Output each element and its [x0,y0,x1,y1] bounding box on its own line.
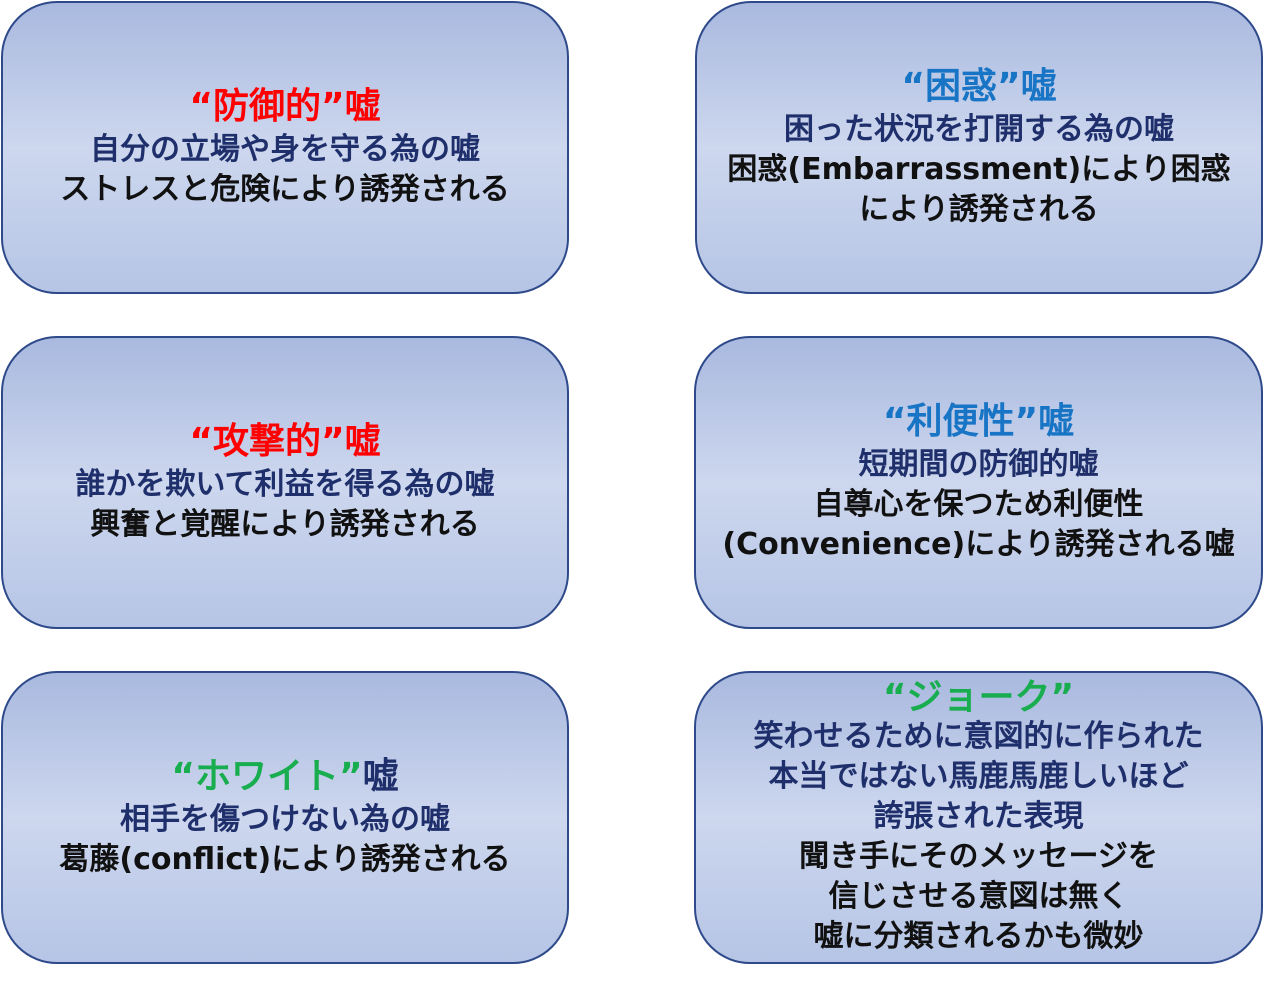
card-title-main: “ジョーク” [882,676,1075,718]
card-joke: “ジョーク” 笑わせるために意図的に作られた 本当ではない馬鹿馬鹿しいほど 誇張… [694,671,1263,964]
card-title-suffix: 嘘 [344,420,381,462]
card-line: 誰かを欺いて利益を得る為の嘘 [75,466,495,502]
card-line: 嘘に分類されるかも微妙 [813,918,1144,954]
card-line: により誘発される [859,191,1099,227]
card-aggressive-lie: “攻撃的”嘘 誰かを欺いて利益を得る為の嘘 興奮と覚醒により誘発される [1,336,569,629]
card-title-main: “防御的” [189,85,345,127]
card-title-suffix: 嘘 [362,755,399,797]
card-title-main: “利便性” [882,400,1039,442]
card-line: 信じさせる意図は無く [828,878,1129,914]
card-title: “攻撃的”嘘 [189,421,380,463]
card-convenience-lie: “利便性”嘘 短期間の防御的嘘 自尊心を保つため利便性 (Convenience… [694,336,1263,629]
card-line: 自尊心を保つため利便性 [813,486,1144,522]
card-title: “ホワイト”嘘 [171,756,398,798]
card-line: 聞き手にそのメッセージを [799,838,1158,874]
card-line: 自分の立場や身を守る為の嘘 [90,131,480,167]
card-line: (Convenience)により誘発される嘘 [722,526,1235,562]
card-line: 葛藤(conflict)により誘発される [59,841,511,877]
card-title-suffix: 嘘 [1038,400,1075,442]
card-title-suffix: 嘘 [1020,65,1057,107]
card-title-main: “ホワイト” [171,755,363,797]
card-embarrassment-lie: “困惑”嘘 困った状況を打開する為の嘘 困惑(Embarrassment)により… [695,1,1263,294]
card-title: “困惑”嘘 [901,66,1056,108]
card-title-main: “攻撃的” [189,420,345,462]
card-line: 興奮と覚醒により誘発される [90,506,480,542]
card-line: 困った状況を打開する為の嘘 [784,111,1174,147]
card-white-lie: “ホワイト”嘘 相手を傷つけない為の嘘 葛藤(conflict)により誘発される [1,671,569,964]
card-defensive-lie: “防御的”嘘 自分の立場や身を守る為の嘘 ストレスと危険により誘発される [1,1,569,294]
card-title-main: “困惑” [901,65,1021,107]
card-line: 相手を傷つけない為の嘘 [120,801,450,837]
card-title: “ジョーク” [882,676,1075,718]
card-line: 誇張された表現 [873,798,1084,834]
card-line: 短期間の防御的嘘 [858,446,1099,482]
card-title: “利便性”嘘 [883,401,1074,443]
card-line: 困惑(Embarrassment)により困惑 [727,151,1231,187]
card-line: 本当ではない馬鹿馬鹿しいほど [768,758,1189,794]
card-line: 笑わせるために意図的に作られた [753,718,1204,754]
card-title: “防御的”嘘 [189,86,380,128]
card-title-suffix: 嘘 [344,85,381,127]
card-line: ストレスと危険により誘発される [60,171,510,207]
